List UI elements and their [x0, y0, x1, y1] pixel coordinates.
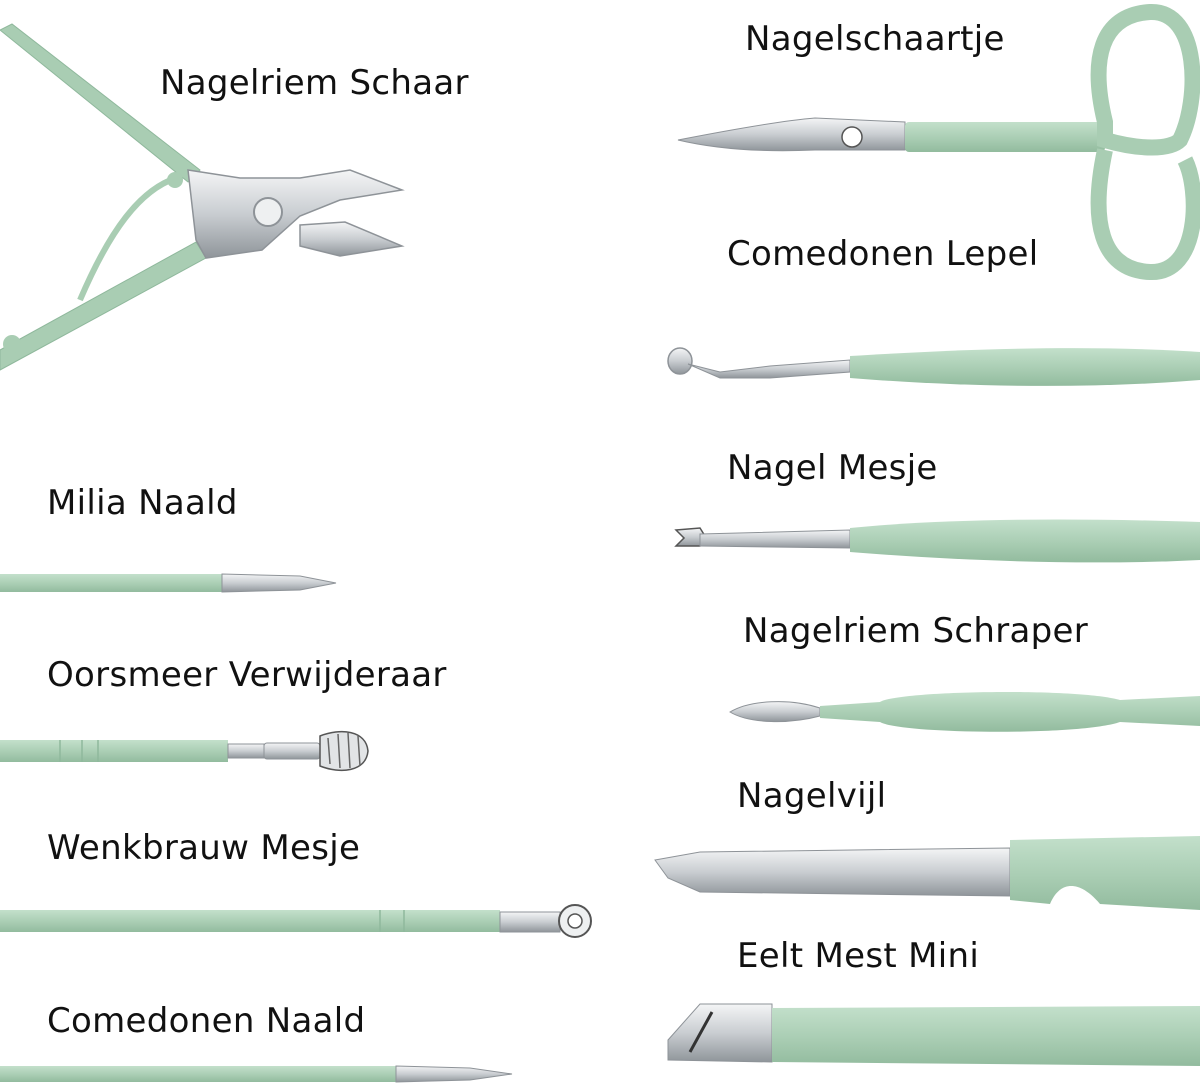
label-comedonen-naald: Comedonen Naald [47, 1001, 366, 1041]
milia-needle-icon [0, 573, 337, 593]
nail-scissors-icon [677, 4, 1200, 280]
comedone-spoon-icon [667, 347, 1200, 386]
label-wenkbrauw-mesje: Wenkbrauw Mesje [47, 828, 361, 868]
cuticle-nipper-icon [0, 23, 405, 371]
label-nagelriem-schraper: Nagelriem Schraper [743, 611, 1089, 651]
ear-pick-icon [0, 730, 369, 772]
eyebrow-blade-icon [0, 904, 592, 938]
comedone-needle-icon [0, 1065, 513, 1083]
nail-knife-icon [674, 519, 1200, 563]
label-nagel-mesje: Nagel Mesje [727, 448, 938, 488]
label-milia-naald: Milia Naald [47, 483, 238, 523]
label-nagelvijl: Nagelvijl [737, 776, 887, 816]
label-nagelschaartje: Nagelschaartje [745, 19, 1005, 59]
nail-file-icon [654, 836, 1200, 910]
callus-knife-icon [667, 1003, 1200, 1066]
cuticle-pusher-icon [729, 691, 1200, 732]
label-oorsmeer-verwijderaar: Oorsmeer Verwijderaar [47, 655, 447, 695]
label-comedonen-lepel: Comedonen Lepel [727, 234, 1039, 274]
label-eelt-mest-mini: Eelt Mest Mini [737, 936, 980, 976]
label-nagelriem-schaar: Nagelriem Schaar [160, 63, 469, 103]
